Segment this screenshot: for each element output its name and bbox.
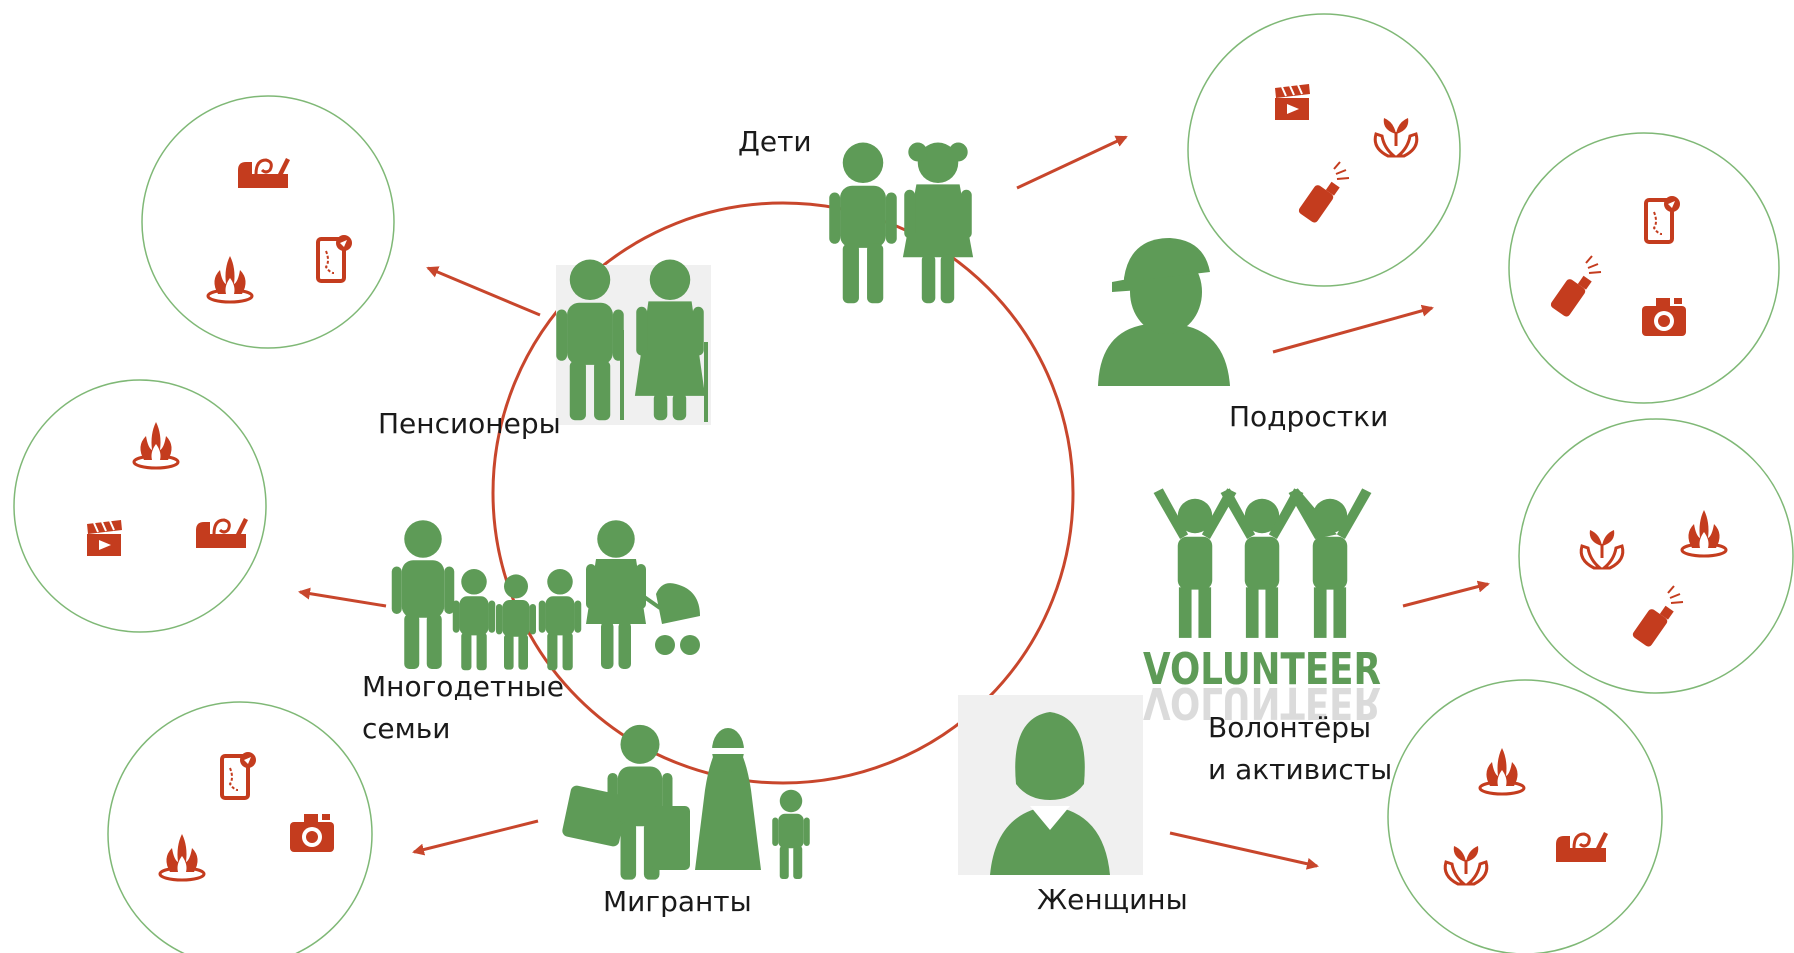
arrow-families [298,587,387,608]
label-volunteers-line1: Волонтёры [1208,711,1371,744]
label-families-line2: семьи [362,712,450,745]
clapper-icon [86,519,123,557]
arrow-women [1169,831,1319,870]
families-pictogram [392,520,700,670]
label-families-line1: Многодетные [362,670,564,703]
arrow-children [1016,135,1128,190]
bubble-teens [1508,132,1780,404]
label-volunteers-line2: и активисты [1208,753,1392,786]
children-pictogram [829,142,974,304]
bubble-women [1387,679,1663,953]
arrow-migrants [412,819,539,856]
label-migrants: Мигранты [603,885,752,918]
arrows [298,135,1490,870]
migrants-pictogram [562,725,810,880]
volunteers-pictogram: VOLUNTEER VOLUNTEER [1143,488,1381,728]
label-children: Дети [738,125,812,158]
arrow-pensioners [426,266,541,317]
central-ring [491,201,1075,785]
label-teens: Подростки [1229,400,1388,433]
volunteer-logo-reflection: VOLUNTEER [1143,677,1381,728]
arrow-volunteers [1402,580,1490,608]
arrow-teens [1272,304,1434,354]
clapper-icon [1274,83,1311,121]
bubble-volunteers [1518,418,1794,694]
label-women: Женщины [1037,883,1188,916]
woman-pictogram [958,695,1143,875]
bubble-pensioners [141,95,395,349]
bubble-children [1187,13,1461,287]
bubble-families [13,379,267,633]
bubble-migrants [107,701,373,953]
volunteer-logo-text: VOLUNTEER [1143,644,1381,695]
pensioners-pictogram [556,259,711,425]
label-pensioners: Пенсионеры [378,407,561,440]
teen-pictogram [1098,238,1230,386]
